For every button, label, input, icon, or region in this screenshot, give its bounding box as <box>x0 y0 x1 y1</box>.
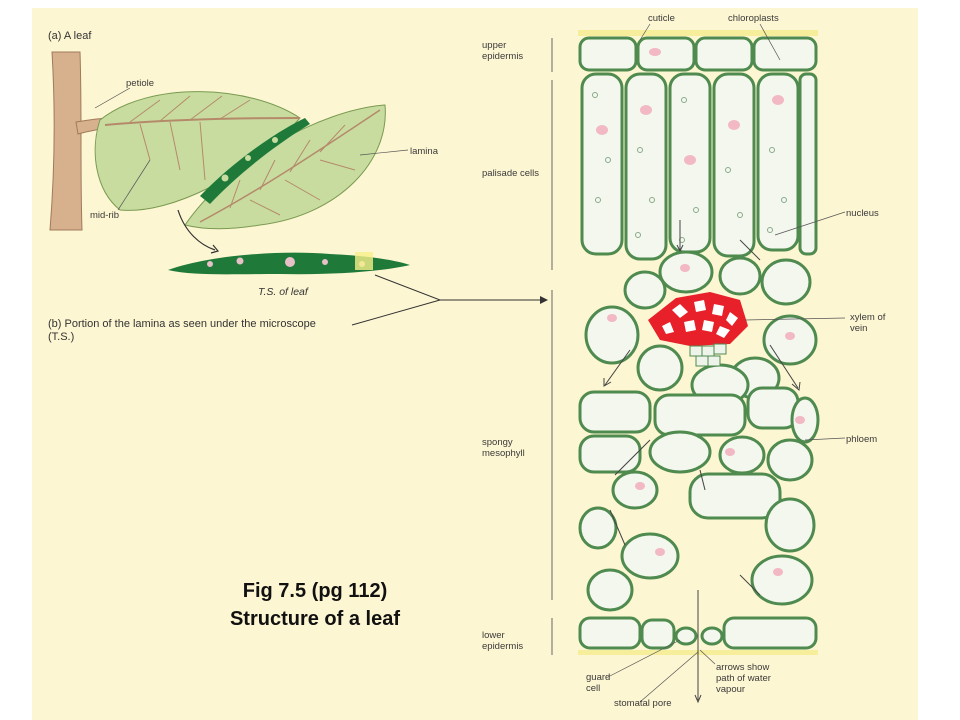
cuticle-layer <box>578 30 818 36</box>
label-lamina: lamina <box>410 146 438 157</box>
label-arrows-show: arrows show path of water vapour <box>716 662 771 695</box>
guard-cell-left <box>674 626 698 646</box>
highlight-box <box>355 252 373 270</box>
label-cuticle: cuticle <box>648 13 675 24</box>
connector-line <box>351 274 545 326</box>
label-petiole: petiole <box>126 78 154 89</box>
microscope-caption: (b) Portion of the lamina as seen under … <box>48 318 316 343</box>
label-spongy-mesophyll: spongy mesophyll <box>482 437 525 459</box>
label-phloem: phloem <box>846 434 878 445</box>
palisade-cells <box>580 72 818 261</box>
whole-leaf-illustration <box>49 51 548 326</box>
label-stomatal-pore: stomatal pore <box>614 698 672 709</box>
spongy-mesophyll-cells <box>578 250 820 612</box>
leaf-cross-section <box>575 10 820 710</box>
figure-caption: Fig 7.5 (pg 112) Structure of a leaf <box>180 577 450 633</box>
stem <box>49 51 83 231</box>
phloem-cells <box>689 343 727 367</box>
label-xylem-of-vein: xylem of vein <box>850 312 886 334</box>
xylem-vessels <box>648 292 748 367</box>
transect-arrow <box>177 209 216 251</box>
leader-lines <box>94 23 846 703</box>
label-chloroplasts: chloroplasts <box>728 13 779 24</box>
label-nucleus: nucleus <box>846 208 879 219</box>
mid-rib <box>104 117 301 126</box>
label-ts-of-leaf: T.S. of leaf <box>258 286 308 298</box>
figure-number: Fig 7.5 (pg 112) <box>242 580 388 602</box>
label-palisade-cells: palisade cells <box>482 168 540 179</box>
upper-epidermis-cells <box>578 36 818 72</box>
label-upper-epidermis: upper epidermis <box>482 40 524 62</box>
leaf-panel-title: (a) A leaf <box>48 30 92 42</box>
label-guard-cell: guard cell <box>586 672 611 694</box>
label-mid-rib: mid-rib <box>90 210 120 221</box>
figure-title: Structure of a leaf <box>229 608 401 630</box>
water-vapour-arrows <box>603 220 801 704</box>
leaf-cut-section <box>200 118 310 204</box>
guard-cell-right <box>700 626 724 646</box>
label-lower-epidermis: lower epidermis <box>482 630 524 652</box>
